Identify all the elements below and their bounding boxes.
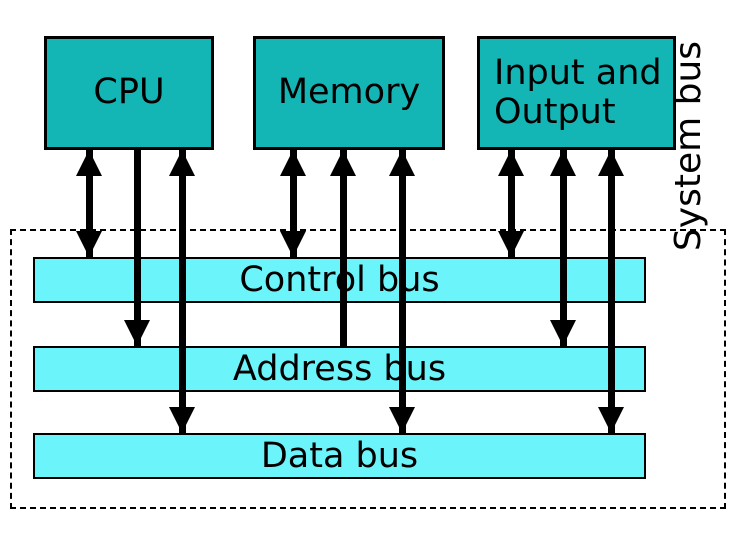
component-box-cpu[interactable]: CPU [44,36,214,150]
connector-line-cpu-control [85,150,93,257]
arrowhead-up-io-control [498,150,524,176]
component-box-memory[interactable]: Memory [253,36,445,150]
arrowhead-down-memory-control [280,231,306,257]
connector-line-io-control [507,150,515,257]
bus-label-data: Data bus [260,436,419,476]
component-box-input-output[interactable]: Input and Output [477,36,676,150]
component-label-memory: Memory [277,72,421,113]
bus-bar-address[interactable]: Address bus [33,346,646,392]
bus-label-address: Address bus [232,349,447,389]
connector-line-memory-control [289,150,297,257]
connector-line-memory-data [398,150,406,433]
system-bus-boundary [10,229,726,509]
connector-line-io-address [559,150,567,346]
arrowhead-down-memory-data [389,407,415,433]
arrowhead-down-io-control [498,231,524,257]
bus-bar-data[interactable]: Data bus [33,433,646,479]
arrowhead-up-cpu-control [76,150,102,176]
connector-line-memory-address [339,150,347,346]
arrowhead-up-io-data [598,150,624,176]
arrowhead-up-memory-address [330,150,356,176]
connector-line-cpu-data [178,150,186,433]
arrowhead-down-cpu-data [169,407,195,433]
connector-line-cpu-address [133,150,141,346]
arrowhead-down-cpu-address [124,320,150,346]
connector-line-io-data [607,150,615,433]
arrowhead-up-memory-data [389,150,415,176]
component-label-cpu: CPU [93,72,165,113]
arrowhead-down-io-address [550,320,576,346]
arrowhead-up-cpu-data [169,150,195,176]
arrowhead-down-io-data [598,407,624,433]
component-label-input-output: Input and Output [494,52,662,132]
arrowhead-up-io-address [550,150,576,176]
arrowhead-up-memory-control [280,150,306,176]
arrowhead-down-cpu-control [76,231,102,257]
